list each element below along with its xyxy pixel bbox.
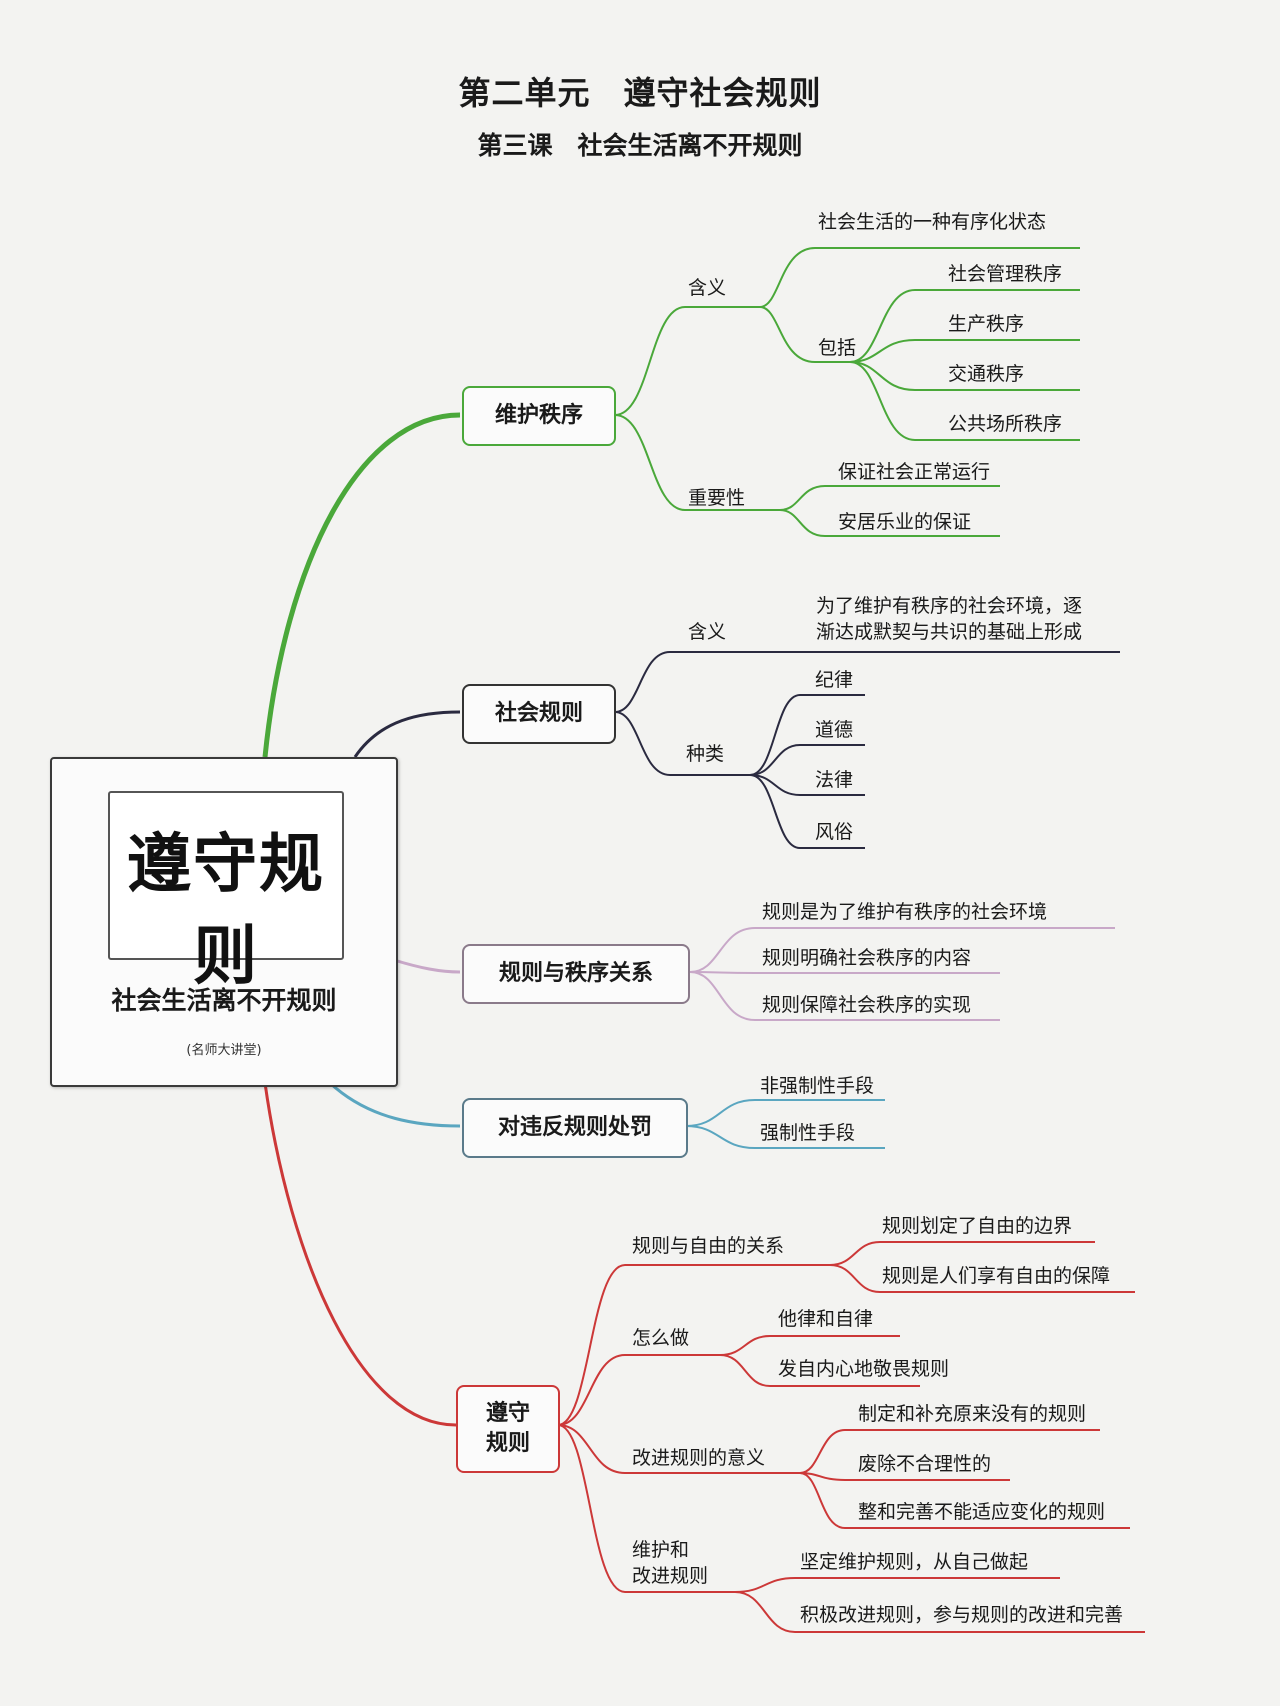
improve-item: 整和完善不能适应变化的规则 <box>858 1501 1106 1523</box>
rule-type-item: 风俗 <box>815 821 854 843</box>
maintain-item: 积极改进规则，参与规则的改进和完善 <box>800 1604 1124 1626</box>
branch-obey-rules-label-2: 规则 <box>485 1431 530 1456</box>
central-topic-note: (名师大讲堂) <box>186 1043 262 1058</box>
trunk-obey-rules <box>263 1082 457 1427</box>
improve-label: 改进规则的意义 <box>632 1447 766 1469</box>
freedom-label: 规则与自由的关系 <box>632 1235 785 1257</box>
relation-item: 规则是为了维护有秩序的社会环境 <box>762 901 1048 923</box>
maintain-label-1: 维护和 <box>632 1539 690 1561</box>
maintain-order-edges <box>614 247 1080 537</box>
central-topic-title: 社会生活离不开规则 <box>111 986 337 1015</box>
rule-type-item: 道德 <box>815 719 854 741</box>
rules-meaning-line-2: 渐达成默契与共识的基础上形成 <box>816 621 1083 643</box>
how-item: 发自内心地敬畏规则 <box>778 1358 950 1380</box>
branch-relation: 规则与秩序关系 <box>462 944 690 1004</box>
punishment-item: 非强制性手段 <box>760 1075 875 1097</box>
unit-title: 第二单元 遵守社会规则 <box>458 74 822 112</box>
rule-type-item: 法律 <box>815 769 854 791</box>
order-type-item: 生产秩序 <box>948 313 1025 335</box>
order-type-item: 公共场所秩序 <box>948 413 1063 435</box>
how-label: 怎么做 <box>632 1327 690 1349</box>
rules-types-label: 种类 <box>686 743 725 765</box>
rules-meaning-label: 含义 <box>688 621 727 643</box>
branch-punishment-label: 对违反规则处罚 <box>497 1115 652 1140</box>
order-definition: 社会生活的一种有序化状态 <box>818 211 1047 233</box>
maintain-label-2: 改进规则 <box>632 1565 709 1587</box>
branch-relation-label: 规则与秩序关系 <box>498 961 653 986</box>
meaning-label: 含义 <box>688 277 727 299</box>
punishment-item: 强制性手段 <box>760 1122 856 1144</box>
importance-item: 保证社会正常运行 <box>838 461 991 483</box>
lesson-title: 第三课 社会生活离不开规则 <box>477 131 803 160</box>
includes-label: 包括 <box>818 337 857 359</box>
maintain-item: 坚定维护规则，从自己做起 <box>800 1551 1029 1573</box>
branch-social-rules: 社会规则 <box>462 684 616 744</box>
punishment-edges <box>685 1099 885 1149</box>
branch-maintain-order: 维护秩序 <box>462 386 616 446</box>
rules-meaning-line-1: 为了维护有秩序的社会环境，逐 <box>816 595 1083 617</box>
relation-item: 规则明确社会秩序的内容 <box>762 947 972 969</box>
importance-label: 重要性 <box>688 487 746 509</box>
order-type-item: 社会管理秩序 <box>948 263 1063 285</box>
improve-item: 废除不合理性的 <box>858 1453 992 1475</box>
social-rules-edges <box>614 651 1120 849</box>
trunk-relation <box>393 958 461 974</box>
freedom-item: 规则划定了自由的边界 <box>882 1215 1073 1237</box>
relation-item: 规则保障社会秩序的实现 <box>762 994 972 1016</box>
branch-social-rules-label: 社会规则 <box>494 701 583 726</box>
branch-punishment: 对违反规则处罚 <box>462 1098 688 1158</box>
logo-text: 遵守规则 <box>127 827 325 994</box>
how-item: 他律和自律 <box>778 1308 874 1330</box>
obey-rules-edges <box>557 1241 1145 1633</box>
trunk-punishment <box>328 1081 461 1128</box>
trunk-maintain-order <box>262 412 461 758</box>
central-topic-card: 遵守规则 社会生活离不开规则 (名师大讲堂) <box>50 757 398 1087</box>
relation-edges <box>689 927 1115 1021</box>
logo-image: 遵守规则 <box>108 791 344 994</box>
rule-type-item: 纪律 <box>815 669 854 691</box>
freedom-item: 规则是人们享有自由的保障 <box>882 1265 1111 1287</box>
importance-item: 安居乐业的保证 <box>838 511 972 533</box>
branch-maintain-order-label: 维护秩序 <box>494 403 583 428</box>
improve-item: 制定和补充原来没有的规则 <box>858 1403 1087 1425</box>
trunk-social-rules <box>353 710 461 758</box>
branch-obey-rules-label-1: 遵守 <box>485 1401 530 1426</box>
order-type-item: 交通秩序 <box>948 363 1025 385</box>
branch-obey-rules: 遵守 规则 <box>456 1385 560 1473</box>
